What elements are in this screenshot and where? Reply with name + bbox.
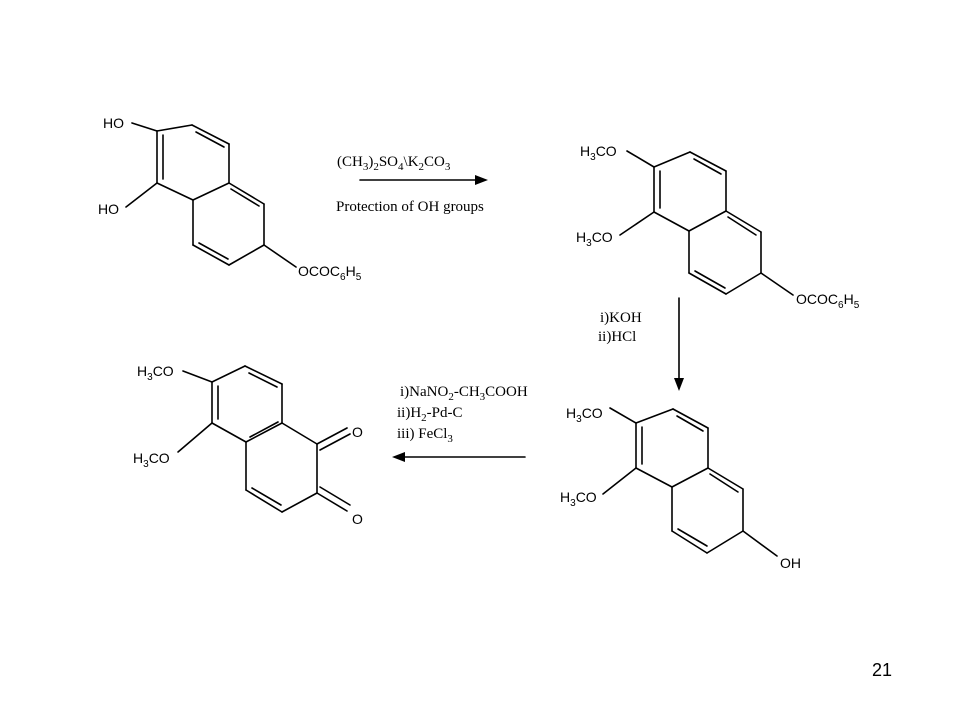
mol1-hydroxy-label-top: HO [103, 115, 124, 131]
mol4-oxo-label-top: O [352, 424, 363, 440]
step1-reagent: (CH3)2SO4\K2CO3 [337, 154, 451, 173]
mol3-methoxy-label-top: H3CO [566, 405, 603, 425]
molecule-3-structure [602, 407, 778, 557]
step3-reagent-line2: ii)H2-Pd-C [397, 405, 463, 424]
mol4-methoxy-label-bottom: H3CO [133, 450, 170, 470]
step2-reagent-line1: i)KOH [600, 310, 642, 326]
molecule-4-structure [177, 365, 351, 513]
mol1-benzoyloxy-label: OCOC6H5 [298, 263, 362, 283]
mol2-methoxy-label-bottom: H3CO [576, 229, 613, 249]
step1-description: Protection of OH groups [336, 199, 484, 215]
mol4-oxo-label-bottom: O [352, 511, 363, 527]
step3-reagent-line1: i)NaNO2-CH3COOH [400, 384, 528, 403]
step1-arrow [359, 175, 488, 185]
mol1-hydroxy-label-bottom: HO [98, 201, 119, 217]
mol3-hydroxy-label: OH [780, 555, 801, 571]
page-number: 21 [872, 660, 893, 680]
molecule-1-structure [125, 122, 297, 268]
step2-reagent-line2: ii)HCl [598, 329, 636, 345]
step3-reagent-line3: iii) FeCl3 [397, 426, 453, 445]
mol3-methoxy-label-bottom: H3CO [560, 489, 597, 509]
step2-arrow [674, 297, 684, 391]
mol2-methoxy-label-top: H3CO [580, 143, 617, 163]
mol2-benzoyloxy-label: OCOC6H5 [796, 291, 860, 311]
molecule-2-structure [619, 150, 794, 296]
step3-arrow [392, 452, 526, 462]
mol4-methoxy-label-top: H3CO [137, 363, 174, 383]
